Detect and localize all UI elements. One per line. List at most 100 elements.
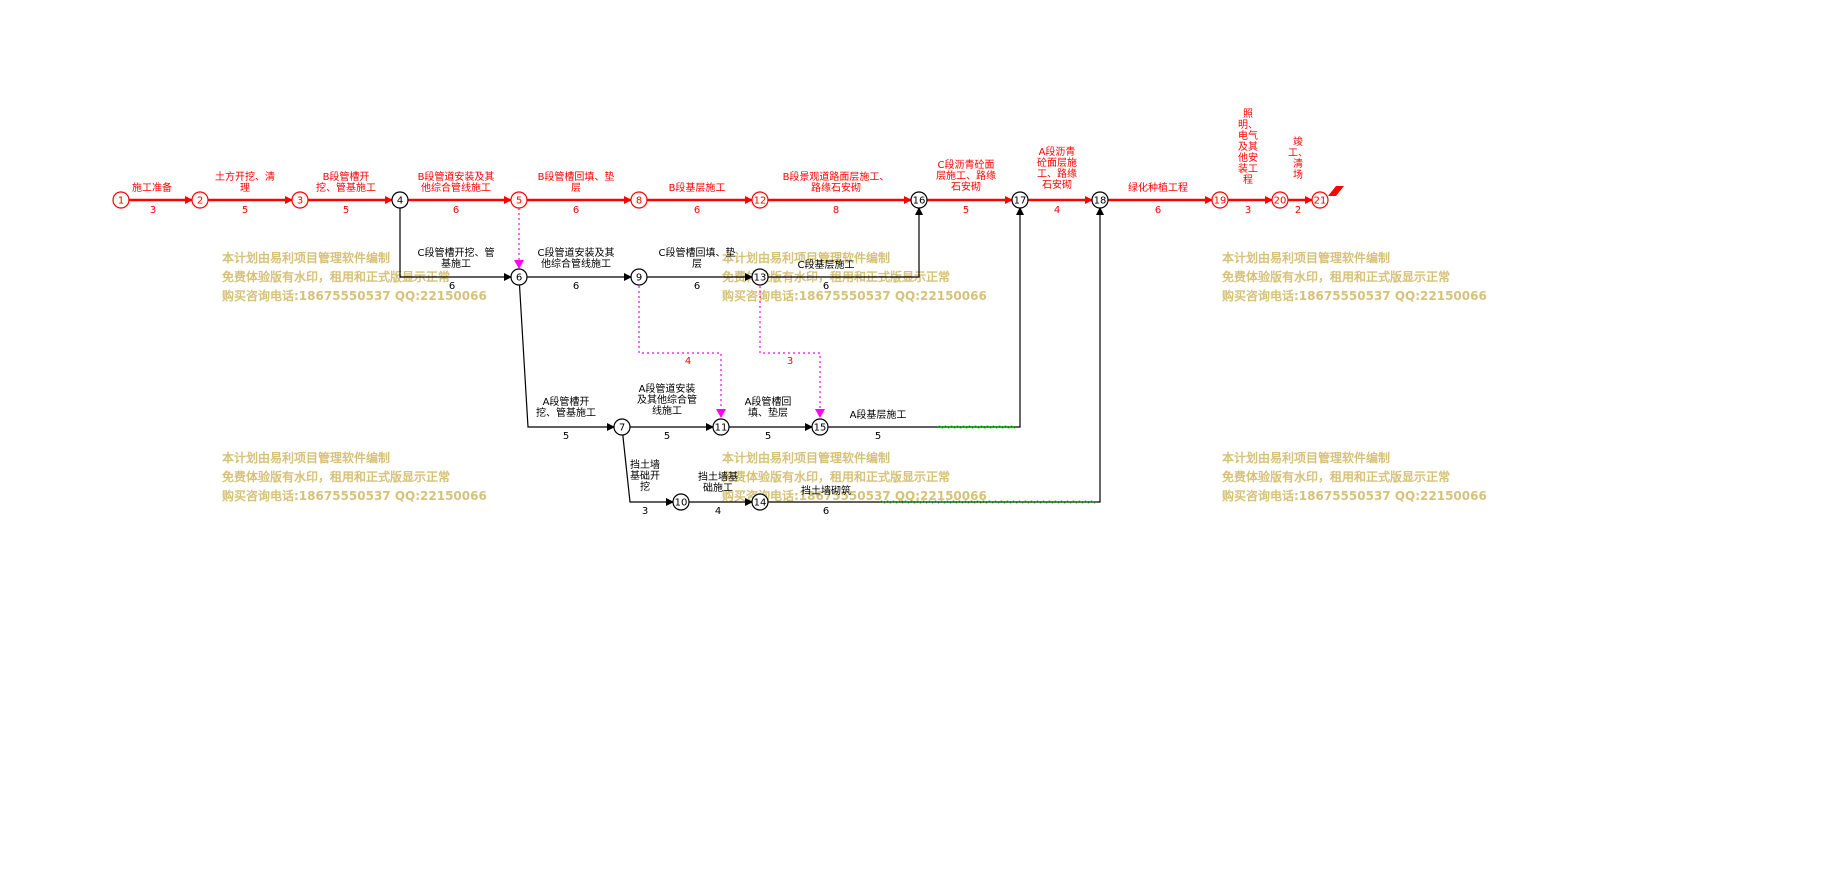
activity-arrow-a16[interactable]	[768, 207, 923, 278]
watermark-text: 购买咨询电话:18675550537 QQ:22150066	[722, 488, 987, 503]
node-number: 2	[197, 196, 203, 207]
activity-duration-a3: 5	[343, 205, 349, 216]
activity-label-a11: 照明、电气及其他安装工程	[1238, 108, 1258, 186]
network-node-20[interactable]: 20	[1271, 191, 1289, 209]
activity-label-a13: C段管槽开挖、管基施工	[418, 246, 495, 270]
activity-label-a3: B段管槽开挖、管基施工	[316, 170, 376, 194]
activity-label-a12: 竣工、清场	[1288, 135, 1308, 181]
activity-duration-a22: 4	[715, 506, 721, 517]
activity-duration-a2: 5	[242, 205, 248, 216]
network-node-21[interactable]: 21	[1311, 191, 1329, 209]
node-circle	[811, 418, 829, 436]
network-node-2[interactable]: 2	[191, 191, 209, 209]
node-number: 12	[754, 196, 767, 207]
node-number: 18	[1094, 196, 1107, 207]
network-node-9[interactable]: 9	[630, 268, 648, 286]
network-node-5[interactable]: 5	[510, 191, 528, 209]
activity-label-a8: C段沥青砼面层施工、路缘石安砌	[936, 158, 996, 193]
dummy-duration-d2: 3	[787, 356, 793, 367]
node-circle	[751, 268, 769, 286]
node-circle	[510, 191, 528, 209]
network-node-14[interactable]: 14	[751, 493, 769, 511]
activity-label-a20: A段基层施工	[850, 408, 907, 421]
watermark-text: 本计划由易利项目管理软件编制	[222, 250, 390, 265]
activity-label-a22: 挡土墙基础施工	[698, 470, 738, 494]
network-node-3[interactable]: 3	[291, 191, 309, 209]
node-circle	[910, 191, 928, 209]
watermark-text: 购买咨询电话:18675550537 QQ:22150066	[222, 288, 487, 303]
node-number: 13	[754, 273, 767, 284]
network-node-7[interactable]: 7	[613, 418, 631, 436]
node-circle	[613, 418, 631, 436]
network-node-12[interactable]: 12	[751, 191, 769, 209]
activity-duration-a17: 5	[563, 431, 569, 442]
network-node-16[interactable]: 16	[910, 191, 928, 209]
node-number: 6	[516, 273, 522, 284]
dummy-arrow-d2[interactable]	[759, 286, 821, 416]
watermark-text: 本计划由易利项目管理软件编制	[1222, 250, 1390, 265]
activity-duration-a18: 5	[664, 431, 670, 442]
node-circle	[1271, 191, 1289, 209]
watermark-text: 购买咨询电话:18675550537 QQ:22150066	[1222, 488, 1487, 503]
node-circle	[191, 191, 209, 209]
activity-arrow-a21[interactable]	[622, 434, 674, 506]
network-node-1[interactable]: 1	[112, 191, 130, 209]
node-circle	[1211, 191, 1229, 209]
node-circle	[751, 191, 769, 209]
network-node-19[interactable]: 19	[1211, 191, 1229, 209]
network-node-4[interactable]: 4	[391, 191, 409, 209]
activity-label-a10: 绿化种植工程	[1128, 181, 1188, 194]
node-circle	[1011, 191, 1029, 209]
activity-arrow-a20[interactable]	[828, 207, 1024, 428]
network-node-13[interactable]: 13	[751, 268, 769, 286]
activity-duration-a4: 6	[453, 205, 459, 216]
node-circle	[712, 418, 730, 436]
network-node-18[interactable]: 18	[1091, 191, 1109, 209]
node-number: 7	[619, 423, 625, 434]
watermark-text: 本计划由易利项目管理软件编制	[222, 450, 390, 465]
node-circle	[510, 268, 528, 286]
activity-duration-a13: 6	[449, 281, 455, 292]
network-node-15[interactable]: 15	[811, 418, 829, 436]
activity-label-a23: 挡土墙砌筑	[801, 484, 851, 497]
activity-duration-a14: 6	[573, 281, 579, 292]
activity-label-a15: C段管槽回填、垫层	[659, 246, 736, 270]
node-circle	[672, 493, 690, 511]
node-number: 1	[118, 196, 124, 207]
network-node-6[interactable]: 6	[510, 268, 528, 286]
activity-label-a2: 土方开挖、清理	[215, 170, 275, 194]
activity-label-a16: C段基层施工	[798, 258, 855, 271]
watermark-text: 本计划由易利项目管理软件编制	[1222, 450, 1390, 465]
activity-label-a17: A段管槽开挖、管基施工	[536, 395, 596, 419]
dummy-arrow-d1[interactable]	[638, 286, 722, 416]
dummy-duration-d1: 4	[685, 356, 691, 367]
activity-label-a14: C段管道安装及其他综合管线施工	[538, 246, 615, 270]
activity-duration-a23: 6	[823, 506, 829, 517]
node-number: 3	[297, 196, 303, 207]
watermark-text: 购买咨询电话:18675550537 QQ:22150066	[222, 488, 487, 503]
network-node-17[interactable]: 17	[1011, 191, 1029, 209]
network-node-10[interactable]: 10	[672, 493, 690, 511]
activity-arrow-a13[interactable]	[399, 208, 512, 281]
node-number: 15	[814, 423, 827, 434]
node-circle	[112, 191, 130, 209]
network-node-8[interactable]: 8	[630, 191, 648, 209]
activity-label-a1: 施工准备	[132, 181, 172, 194]
activity-arrow-a23[interactable]	[768, 207, 1104, 503]
watermark-text: 购买咨询电话:18675550537 QQ:22150066	[1222, 288, 1487, 303]
activity-label-a18: A段管道安装及其他综合管线施工	[637, 382, 697, 417]
node-circle	[291, 191, 309, 209]
node-circle	[1091, 191, 1109, 209]
node-number: 10	[675, 498, 688, 509]
activity-duration-a7: 8	[833, 205, 839, 216]
activity-arrow-a17[interactable]	[518, 284, 615, 431]
node-circle	[391, 191, 409, 209]
activity-label-a4: B段管道安装及其他综合管线施工	[418, 170, 495, 194]
watermark-text: 免费体验版有水印，租用和正式版显示正常	[1222, 469, 1450, 484]
network-node-11[interactable]: 11	[712, 418, 730, 436]
node-number: 9	[636, 273, 642, 284]
activity-duration-a11: 3	[1245, 205, 1251, 216]
activity-label-a7: B段景观道路面层施工、路缘石安砌	[783, 170, 890, 194]
watermark-text: 购买咨询电话:18675550537 QQ:22150066	[722, 288, 987, 303]
